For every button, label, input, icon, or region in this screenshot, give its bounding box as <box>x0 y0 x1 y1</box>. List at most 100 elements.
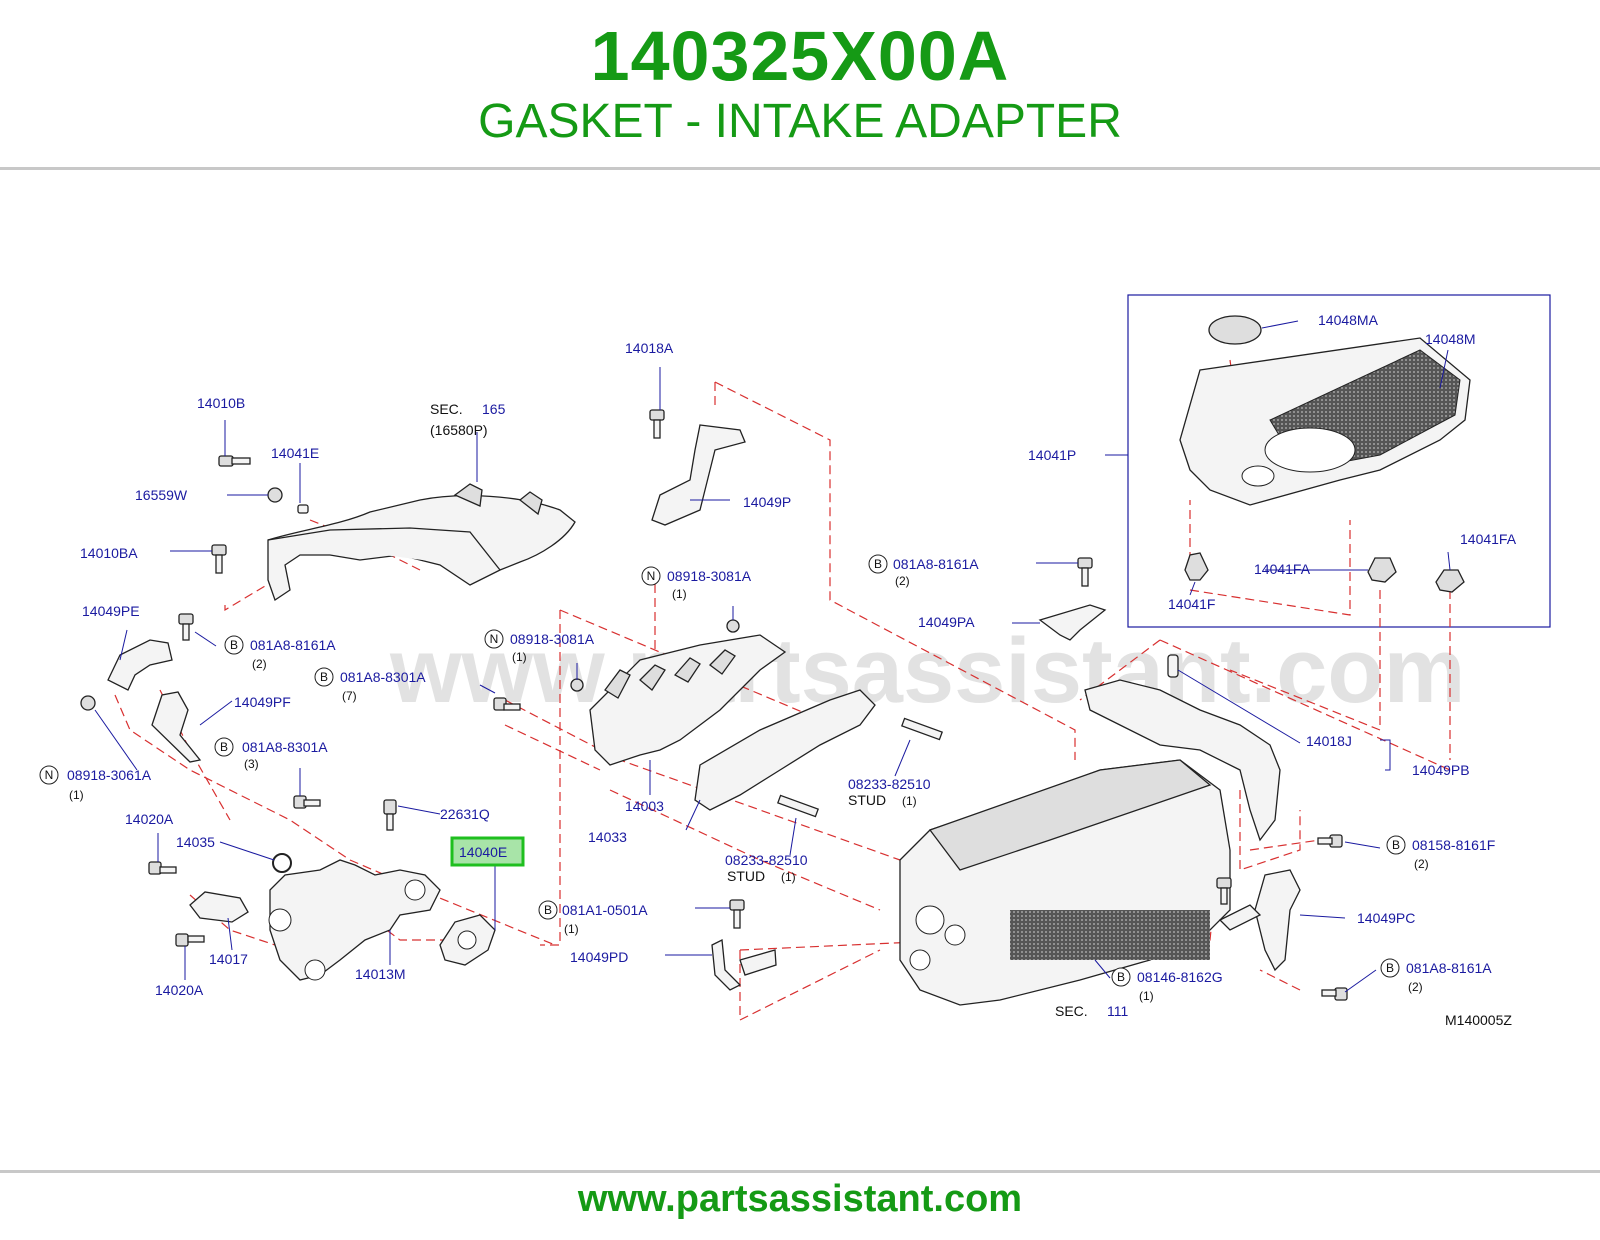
label-081A1-0501A[interactable]: 081A1-0501A <box>562 902 648 918</box>
leader-lines <box>94 320 1451 993</box>
label-14010BA[interactable]: 14010BA <box>80 545 138 561</box>
label-14010B[interactable]: 14010B <box>197 395 245 411</box>
label-14017[interactable]: 14017 <box>209 951 248 967</box>
qty-08146-8162G: (1) <box>1139 989 1154 1003</box>
heat-shield-14049PB <box>1084 679 1281 842</box>
bracket-14049PC <box>1218 869 1301 972</box>
label-14013M[interactable]: 14013M <box>355 966 406 982</box>
stud-08233-82510-b <box>777 794 819 818</box>
bolt-081A8-8301A-3 <box>293 795 321 809</box>
bolt-14020A-bot <box>175 933 205 947</box>
watermark: www.partsassistant.com <box>389 620 1465 722</box>
diagram-code: M140005Z <box>1445 1012 1512 1028</box>
bolt-14010BA <box>211 544 227 574</box>
grommet-14041FA-b <box>1435 569 1465 593</box>
label-14041FA-a[interactable]: 14041FA <box>1254 561 1311 577</box>
label-14041E[interactable]: 14041E <box>271 445 319 461</box>
label-08918-3061A[interactable]: 08918-3061A <box>67 767 152 783</box>
label-14035[interactable]: 14035 <box>176 834 215 850</box>
label-081A8-8161A-left[interactable]: 081A8-8161A <box>250 637 336 653</box>
label-14033[interactable]: 14033 <box>588 829 627 845</box>
grommet-14041FA-a <box>1367 557 1397 583</box>
qty-stud-b: (1) <box>781 870 796 884</box>
badge-b: B <box>1386 961 1394 975</box>
label-081A8-8161A-right[interactable]: 081A8-8161A <box>893 556 979 572</box>
label-08158-8161F[interactable]: 08158-8161F <box>1412 837 1495 853</box>
stud-14018J <box>1167 654 1179 678</box>
intake-adapter-14013M <box>268 859 441 981</box>
gasket-14033 <box>694 689 876 811</box>
label-081A8-8161A-br[interactable]: 081A8-8161A <box>1406 960 1492 976</box>
label-14041F[interactable]: 14041F <box>1168 596 1215 612</box>
label-sec: SEC. <box>430 401 463 417</box>
bolt-08146-8162G <box>1216 877 1232 905</box>
qty-081A8-8161A-right: (2) <box>895 574 910 588</box>
qty-stud-a: (1) <box>902 794 917 808</box>
label-sec-111[interactable]: 111 <box>1107 1003 1128 1019</box>
label-14049PA[interactable]: 14049PA <box>918 614 975 630</box>
bolt-081A8-8161A-br <box>1321 987 1348 1001</box>
label-14048MA[interactable]: 14048MA <box>1318 312 1379 328</box>
grommet-14041F <box>1184 552 1209 581</box>
bracket-14049PF <box>151 691 202 763</box>
label-14020A-top[interactable]: 14020A <box>125 811 174 827</box>
label-14020A-bot[interactable]: 14020A <box>155 982 204 998</box>
footer-divider <box>0 1170 1600 1173</box>
label-14018A[interactable]: 14018A <box>625 340 674 356</box>
footer-url[interactable]: www.partsassistant.com <box>577 1178 1023 1220</box>
label-14049PC[interactable]: 14049PC <box>1357 910 1415 926</box>
nut-08918-3081A-mid <box>570 678 584 692</box>
label-08918-3081A-top[interactable]: 08918-3081A <box>667 568 752 584</box>
part-labels: 14018A 14010B SEC. 165 (16580P) 14041E 1… <box>67 312 1517 1028</box>
bolt-081A8-8301A-7 <box>493 697 521 711</box>
qty-081A8-8161A-br: (2) <box>1408 980 1423 994</box>
label-08233-82510-a[interactable]: 08233-82510 <box>848 776 931 792</box>
selected-part-highlight <box>450 836 525 867</box>
bolt-14020A-top <box>148 861 177 875</box>
label-14049PE[interactable]: 14049PE <box>82 603 140 619</box>
qty-081A8-8301A-3: (3) <box>244 757 259 771</box>
qty-08918-3061A: (1) <box>69 788 84 802</box>
qty-08918-3081A-mid: (1) <box>512 650 527 664</box>
gasket-14017 <box>189 891 249 923</box>
label-08918-3081A-mid[interactable]: 08918-3081A <box>510 631 595 647</box>
bolt-081A8-8161A-right <box>1077 557 1093 587</box>
cylinder-head-sec111 <box>899 759 1231 1006</box>
label-14049PB[interactable]: 14049PB <box>1412 762 1470 778</box>
label-sec-b: SEC. <box>1055 1003 1088 1019</box>
label-14040E[interactable]: 14040E <box>459 844 507 860</box>
badge-b: B <box>220 740 228 754</box>
label-081A8-8301A-7[interactable]: 081A8-8301A <box>340 669 426 685</box>
label-081A8-8301A-3[interactable]: 081A8-8301A <box>242 739 328 755</box>
label-14049PF[interactable]: 14049PF <box>234 694 291 710</box>
label-22631Q[interactable]: 22631Q <box>440 806 490 822</box>
stud-08233-82510-a <box>901 717 943 741</box>
bracket-14049P <box>651 424 746 526</box>
clamp-14035 <box>272 853 292 873</box>
label-14049P[interactable]: 14049P <box>743 494 791 510</box>
label-14018J[interactable]: 14018J <box>1306 733 1352 749</box>
badge-b: B <box>320 670 328 684</box>
label-14003[interactable]: 14003 <box>625 798 664 814</box>
nut-08918-3081A-top <box>726 619 740 633</box>
badge-b: B <box>230 638 238 652</box>
label-sec-165[interactable]: 165 <box>482 401 506 417</box>
label-16559W[interactable]: 16559W <box>135 487 188 503</box>
engine-cover-14041P <box>1179 337 1471 506</box>
qty-081A1-0501A: (1) <box>564 922 579 936</box>
label-14049PD[interactable]: 14049PD <box>570 949 628 965</box>
badge-n: N <box>490 632 499 646</box>
label-14041FA-b[interactable]: 14041FA <box>1460 531 1517 547</box>
bolt-081A8-8161A-left <box>178 613 194 641</box>
air-cleaner-cover-16580P <box>267 483 576 602</box>
part-name-subtitle: GASKET - INTAKE ADAPTER <box>478 95 1122 148</box>
header-divider <box>0 167 1600 170</box>
sensor-22631Q <box>383 799 397 831</box>
label-08233-82510-b[interactable]: 08233-82510 <box>725 852 808 868</box>
qty-08918-3081A-top: (1) <box>672 587 687 601</box>
label-08146-8162G[interactable]: 08146-8162G <box>1137 969 1223 985</box>
label-14041P[interactable]: 14041P <box>1028 447 1076 463</box>
nut-08918-3061A <box>80 695 96 711</box>
label-14048M[interactable]: 14048M <box>1425 331 1476 347</box>
parts-diagram: www.partsassistant.com <box>39 294 1551 1028</box>
